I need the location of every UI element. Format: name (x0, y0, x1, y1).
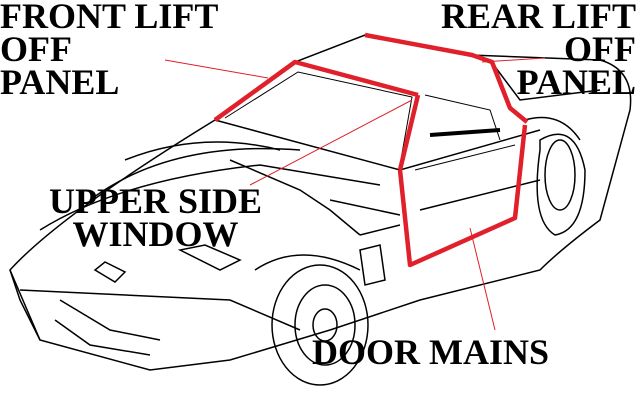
door-mains-seal (397, 124, 528, 268)
label-line: FRONT LIFT (0, 0, 219, 36)
label-door-mains: DOOR MAINS (312, 332, 550, 372)
label-line: PANEL (0, 62, 120, 102)
front-lift-off-panel-seal (213, 59, 419, 122)
label-rear-lift-off-panel: REAR LIFT OFF PANEL (440, 0, 636, 102)
label-line: OFF (564, 29, 636, 69)
label-line: PANEL (516, 62, 636, 102)
label-line: REAR LIFT (440, 0, 636, 36)
label-front-lift-off-panel: FRONT LIFT OFF PANEL (0, 0, 219, 102)
label-line: OFF (0, 29, 72, 69)
rear-lift-off-panel-seal (364, 32, 529, 124)
label-line: UPPER SIDE (48, 181, 263, 221)
label-line: WINDOW (72, 214, 239, 254)
upper-side-window-seal (397, 94, 421, 171)
leader-lines (164, 57, 546, 331)
highlighted-seals (213, 32, 529, 268)
label-upper-side-window: UPPER SIDE WINDOW (8, 181, 303, 254)
